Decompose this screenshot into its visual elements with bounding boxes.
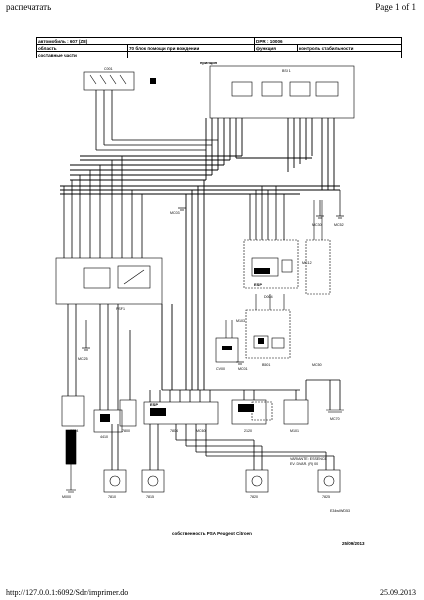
info-table: автомобиль : 607 (Z8) DPR : 10006 област… [36, 37, 402, 58]
label-s004: S004 [70, 429, 78, 433]
label-7810: 7810 [108, 495, 116, 499]
label-mc01: MC01 [238, 367, 248, 371]
label-mc70: MC70 [330, 417, 340, 421]
label-4410: 4410 [100, 435, 108, 439]
label-7800: 7800 [122, 429, 130, 433]
t7825-box [317, 469, 341, 493]
label-mc03: MC03 [170, 211, 180, 215]
label-c001: C001 [104, 67, 113, 71]
s004-box [61, 395, 85, 427]
label-mc52: MC52 [334, 223, 344, 227]
label-7815: 7815 [146, 495, 154, 499]
variant-note-1: VARIANTE: ESSENCE [290, 457, 327, 461]
fuse-icon [150, 78, 156, 84]
label-m103: M103 [236, 319, 245, 323]
label-m000: M000 [62, 495, 71, 499]
label-7804: 7804 [170, 429, 178, 433]
label-m101: M101 [290, 429, 299, 433]
t7820-box [245, 469, 269, 493]
t2120-box [231, 399, 267, 425]
esp-7804-box [143, 401, 219, 425]
psf1-box [55, 257, 163, 305]
label-cv00: CV00 [216, 367, 225, 371]
t7800-box [119, 399, 137, 427]
t7815-box [141, 469, 165, 493]
label-mc25: MC25 [78, 357, 88, 361]
doc-ref: E34wIWD53 [330, 509, 350, 513]
label-mc60: MC60 [196, 429, 206, 433]
label-d004: D004 [264, 295, 273, 299]
ownership-text: собственность PSA Peugeot Citroen [172, 531, 252, 536]
page-url: http://127.0.0.1:6092/Sdr/imprimer.do [6, 588, 129, 597]
print-title: распечатать [6, 2, 52, 12]
label-b501: B501 [262, 363, 270, 367]
label-7825: 7825 [322, 495, 330, 499]
label-2120: 2120 [244, 429, 252, 433]
page-indicator: Page 1 of 1 [375, 2, 416, 12]
function-value-cell: контроль стабильности [297, 44, 402, 52]
section-label: принцип [200, 60, 218, 65]
t4410-box [93, 409, 123, 433]
cv00-box [215, 337, 239, 363]
browser-header: распечатать Page 1 of 1 [0, 0, 424, 14]
d004-box [243, 239, 299, 289]
label-mc50: MC50 [312, 363, 322, 367]
parts-value-cell [127, 51, 402, 58]
print-date: 25.09.2013 [380, 588, 416, 597]
label-7820: 7820 [250, 495, 258, 499]
b501-box [245, 309, 291, 359]
m000-fuse-strip [65, 429, 77, 465]
label-esp-7804: ESP [150, 402, 158, 407]
label-mc30: MC30 [312, 223, 322, 227]
browser-footer: http://127.0.0.1:6092/Sdr/imprimer.do 25… [0, 586, 424, 600]
label-mc12: MC12 [302, 261, 312, 265]
label-bsi1: BSI 1 [282, 69, 291, 73]
label-esp-d004: ESP [254, 282, 262, 287]
c001-box [83, 71, 135, 91]
document-date: 25/09/2013 [342, 541, 365, 546]
bsi1-box [209, 65, 355, 119]
t7810-box [103, 469, 127, 493]
mc70-box [283, 399, 309, 425]
variant-note-2: EV. DVAR. (R) 00 [290, 462, 318, 466]
label-psf1: PSF1 [116, 307, 125, 311]
